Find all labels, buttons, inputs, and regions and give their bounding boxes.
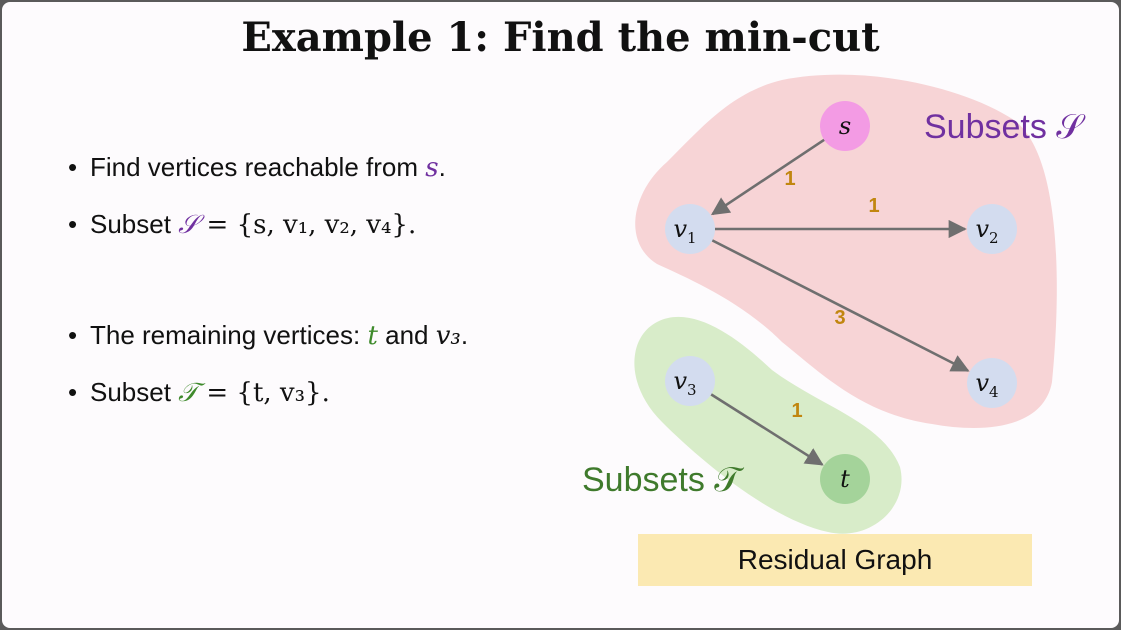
bullet-item: •Subset 𝒯 = {t, v₃}.: [68, 377, 330, 408]
node-label: t: [840, 465, 850, 493]
node-circle: [820, 454, 870, 504]
edge-s-v1: [710, 138, 825, 216]
caption-box: Residual Graph: [638, 534, 1032, 586]
math-v3: v₃: [435, 321, 461, 351]
bullet-item: •Find vertices reachable from s.: [68, 152, 446, 183]
bullet-text-end: .: [438, 152, 446, 182]
bullet-text: The remaining vertices:: [90, 320, 368, 350]
node-v4: v4: [967, 358, 1017, 408]
node-s: s: [820, 101, 870, 151]
subset-s-label: Subsets 𝒮: [924, 108, 1086, 146]
set-definition: = {s, v₁, v₂, v₄}.: [198, 210, 417, 240]
set-symbol-s: 𝒮: [178, 210, 199, 240]
set-symbol-t: 𝒯: [178, 378, 199, 408]
subset-t-label: Subsets 𝒯: [582, 461, 744, 499]
set-definition: = {t, v₃}.: [198, 378, 330, 408]
edge-v1-v4: [711, 239, 970, 372]
bullet-text: Find vertices reachable from: [90, 152, 426, 182]
bullet-item: •Subset 𝒮 = {s, v₁, v₂, v₄}.: [68, 209, 417, 240]
node-v1: v1: [665, 204, 715, 254]
node-label: s: [839, 112, 851, 140]
edge-weight-v3-t: 1: [791, 400, 802, 422]
subset-s-region: [635, 74, 1057, 428]
edge-weight-v1-v2: 1: [868, 195, 879, 217]
node-v2: v2: [967, 204, 1017, 254]
node-circle: [665, 356, 715, 406]
edge-v3-t: [710, 393, 824, 466]
node-circle: [665, 204, 715, 254]
bullet-text-mid: and: [377, 320, 436, 350]
edge-weight-s-v1: 1: [784, 168, 795, 190]
node-v3: v3: [665, 356, 715, 406]
caption-text: Residual Graph: [737, 544, 933, 575]
node-circle: [967, 204, 1017, 254]
math-s: s: [425, 153, 439, 183]
node-circle: [967, 358, 1017, 408]
bullet-text-end: .: [460, 320, 469, 350]
bullet-text: Subset: [90, 377, 179, 407]
bullet-text: Subset: [90, 209, 179, 239]
bullet-item: •The remaining vertices: t and v₃.: [68, 320, 469, 351]
slide-title: Example 1: Find the min-cut: [241, 14, 880, 61]
edge-weight-v1-v4: 3: [834, 307, 845, 329]
math-t: t: [367, 321, 378, 351]
node-t: t: [820, 454, 870, 504]
node-circle: [820, 101, 870, 151]
